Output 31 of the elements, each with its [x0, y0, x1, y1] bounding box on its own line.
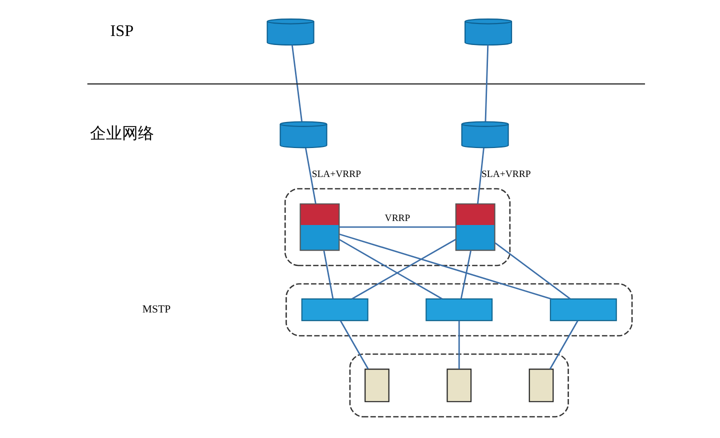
connector — [290, 44, 302, 122]
node-box — [446, 368, 472, 402]
connector — [484, 45, 488, 122]
connector — [304, 148, 316, 204]
connector — [476, 148, 484, 204]
connector — [338, 238, 442, 300]
edge-label: VRRP — [384, 212, 410, 224]
cluster — [284, 188, 510, 266]
connector — [338, 226, 456, 228]
label: 企业网络 — [89, 124, 154, 142]
connector — [458, 320, 460, 369]
connector — [322, 250, 334, 299]
node-box — [528, 368, 554, 402]
edge-label: SLA+VRRP — [311, 169, 361, 180]
cluster — [285, 283, 632, 336]
edge-label: SLA+VRRP — [481, 169, 530, 180]
connector — [339, 320, 368, 370]
node-box — [299, 203, 340, 251]
connector — [460, 250, 471, 299]
node-box — [364, 368, 389, 402]
node-box — [425, 298, 492, 322]
node-box — [549, 298, 616, 322]
connector — [351, 238, 456, 300]
node-box — [454, 203, 495, 251]
node-box — [300, 298, 368, 322]
label: MSTP — [142, 303, 170, 316]
connector — [494, 242, 570, 300]
connector — [338, 234, 552, 300]
cluster — [348, 353, 568, 418]
connector — [548, 320, 578, 370]
label: ISP — [110, 22, 134, 40]
